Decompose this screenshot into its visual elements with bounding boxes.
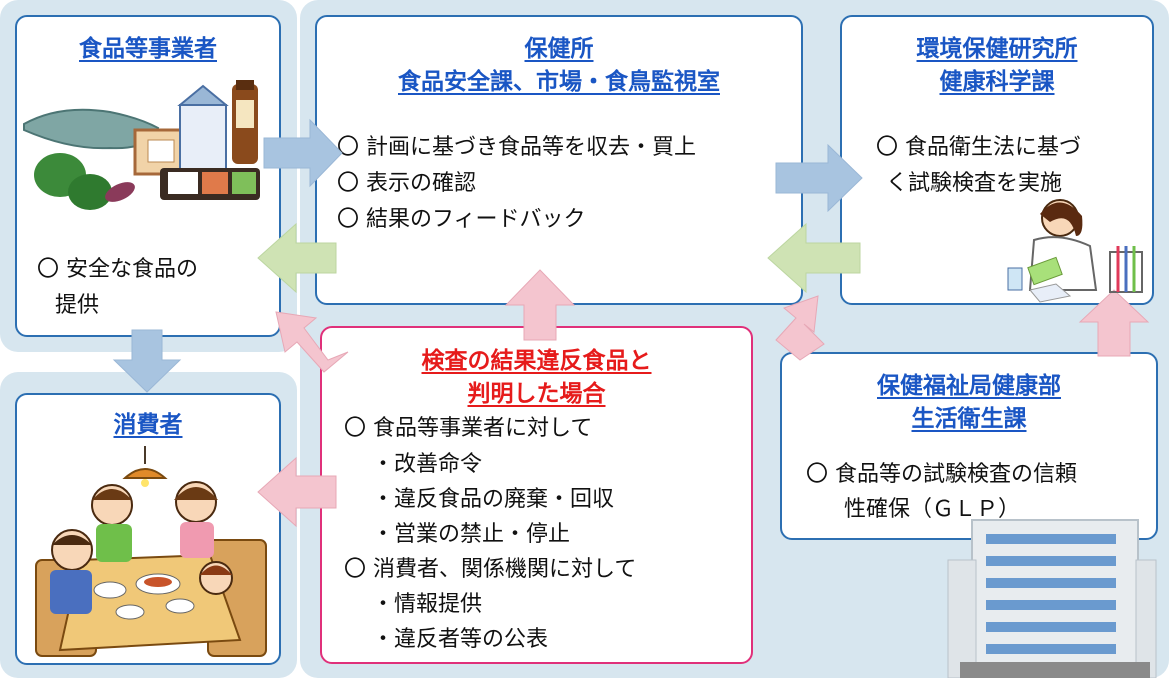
bureau-title-1: 保健福祉局健康部 — [877, 373, 1061, 399]
lab-title-1: 環境保健研究所 — [916, 36, 1078, 62]
arrow-violation-to-business — [275, 311, 349, 373]
violation-item-2: ・改善命令 — [372, 452, 483, 477]
violation-item-4: ・営業の禁止・停止 — [372, 522, 571, 547]
violation-title-2: 判明した場合 — [467, 381, 606, 407]
violation-box: 検査の結果違反食品と 判明した場合 〇 食品等事業者に対して ・改善命令 ・違反… — [320, 326, 753, 664]
bureau-box: 保健福祉局健康部 生活衛生課 〇 食品等の試験検査の信頼 性確保（ＧＬＰ） — [780, 352, 1158, 540]
arrow-lab-to-health-center — [767, 222, 861, 294]
arrow-business-to-consumer — [112, 329, 182, 393]
violation-item-1: 〇 食品等事業者に対して — [344, 416, 593, 441]
arrow-business-to-health-center — [263, 118, 343, 188]
violation-item-7: ・違反者等の公表 — [372, 627, 549, 652]
lab-title-2: 健康科学課 — [939, 69, 1055, 95]
scientist-illustration — [1007, 199, 1143, 303]
business-item-2: 提供 — [55, 293, 100, 318]
violation-item-5: 〇 消費者、関係機関に対して — [344, 557, 637, 582]
health-center-title-2: 食品安全課、市場・食鳥監視室 — [398, 69, 720, 95]
arrow-health-center-to-lab — [775, 143, 863, 213]
business-title: 食品等事業者 — [79, 36, 217, 62]
business-item-1: 〇 安全な食品の — [37, 257, 198, 282]
food-illustration — [23, 80, 260, 210]
bureau-item-2: 性確保（ＧＬＰ） — [844, 497, 1021, 522]
arrow-health-center-to-business — [257, 222, 337, 294]
health-center-item-2: 〇 表示の確認 — [337, 171, 476, 196]
violation-item-6: ・情報提供 — [372, 592, 483, 617]
consumer-title: 消費者 — [113, 412, 183, 438]
arrow-bureau-to-health-center — [775, 295, 825, 361]
health-center-item-1: 〇 計画に基づき食品等を収去・買上 — [337, 135, 696, 160]
bureau-item-1: 〇 食品等の試験検査の信頼 — [806, 462, 1077, 487]
arrow-violation-to-consumer — [257, 456, 337, 528]
lab-item-2: く試験検査を実施 — [886, 171, 1063, 196]
health-center-box: 保健所 食品安全課、市場・食鳥監視室 〇 計画に基づき食品等を収去・買上 〇 表… — [315, 15, 803, 305]
violation-item-3: ・違反食品の廃棄・回収 — [372, 487, 615, 512]
violation-title-1: 検査の結果違反食品と — [421, 348, 652, 374]
building-illustration — [947, 519, 1157, 678]
arrow-bureau-to-lab — [1078, 289, 1150, 357]
lab-box: 環境保健研究所 健康科学課 〇 食品衛生法に基づ く試験検査を実施 — [840, 15, 1154, 305]
health-center-title-1: 保健所 — [524, 36, 594, 62]
bureau-title-2: 生活衛生課 — [911, 406, 1027, 432]
arrow-violation-to-health-center — [504, 269, 576, 341]
health-center-item-3: 〇 結果のフィードバック — [337, 207, 586, 232]
lab-item-1: 〇 食品衛生法に基づ — [876, 135, 1081, 160]
family-illustration — [35, 446, 267, 657]
